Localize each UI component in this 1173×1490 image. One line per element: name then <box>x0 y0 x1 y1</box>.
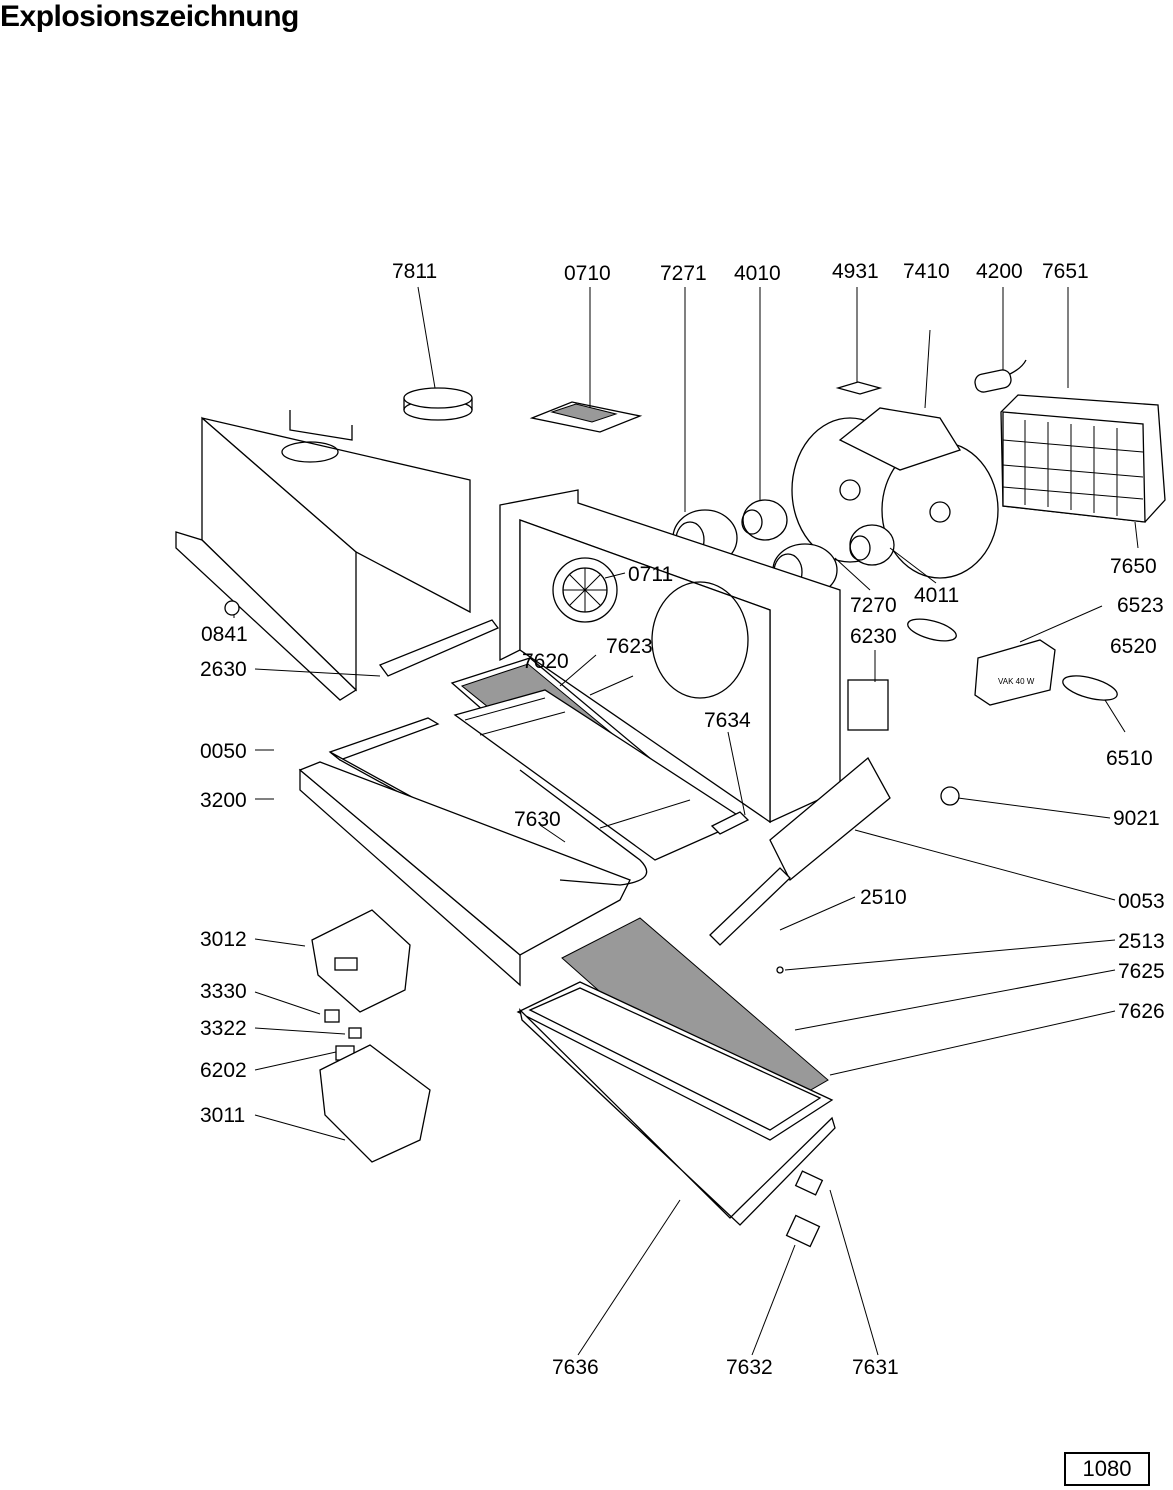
label-2630: 2630 <box>200 658 247 681</box>
part-9021-knob <box>940 786 960 806</box>
label-3330: 3330 <box>200 980 247 1003</box>
label-7631: 7631 <box>852 1356 899 1379</box>
part-3330-button <box>324 1009 340 1023</box>
leader-lines <box>233 286 1139 1356</box>
part-7631-clip <box>794 1170 824 1196</box>
label-7620: 7620 <box>522 650 569 673</box>
label-7270: 7270 <box>850 594 897 617</box>
part-7650-carbon-filter <box>1000 394 1166 523</box>
label-4931: 4931 <box>832 260 879 283</box>
label-7625: 7625 <box>1118 960 1165 983</box>
label-6230: 6230 <box>850 625 897 648</box>
label-7626: 7626 <box>1118 1000 1165 1023</box>
part-2510-slide <box>709 867 791 946</box>
label-7650: 7650 <box>1110 555 1157 578</box>
part-6520-lamp-holder: VAK 40 W <box>974 639 1056 706</box>
part-7626-perforated-grille <box>516 981 834 1141</box>
label-7634: 7634 <box>704 709 751 732</box>
part-4200-capacitor <box>974 359 1027 393</box>
lamp-marking: VAK 40 W <box>998 677 1035 686</box>
label-7630: 7630 <box>514 808 561 831</box>
label-3011: 3011 <box>200 1104 245 1127</box>
part-chassis-panel <box>499 489 841 824</box>
label-6520: 6520 <box>1110 635 1157 658</box>
label-7271: 7271 <box>660 262 707 285</box>
part-7811-round-cap <box>403 387 473 421</box>
label-7623: 7623 <box>606 635 653 658</box>
part-3200-front-panel <box>298 761 631 987</box>
label-0710: 0710 <box>564 262 611 285</box>
part-3011-housing <box>319 1044 431 1163</box>
part-3322-button <box>348 1027 362 1039</box>
part-7632-clip <box>785 1214 821 1248</box>
part-0710-grille <box>529 401 643 433</box>
part-6510-bulb <box>1062 675 1118 701</box>
label-7636: 7636 <box>552 1356 599 1379</box>
label-3200: 3200 <box>200 789 247 812</box>
label-6510: 6510 <box>1106 747 1153 770</box>
page-title: Explosionszeichnung <box>0 0 299 33</box>
part-7630-gasket <box>519 769 648 886</box>
label-0841: 0841 <box>201 623 248 646</box>
part-7636-frame <box>518 1008 836 1226</box>
part-hood-housing <box>175 410 471 701</box>
part-6523-bulb <box>907 618 957 642</box>
part-0841-grommet <box>224 600 240 616</box>
label-2513: 2513 <box>1118 930 1165 953</box>
label-2510: 2510 <box>860 886 907 909</box>
label-3322: 3322 <box>200 1017 247 1040</box>
label-0711: 0711 <box>628 563 673 586</box>
label-6202: 6202 <box>200 1059 247 1082</box>
part-4011-motor <box>849 524 895 566</box>
label-7651: 7651 <box>1042 260 1089 283</box>
part-3012-control-cover <box>311 909 411 1013</box>
part-4010-motor <box>741 499 788 541</box>
part-labels: 7811 0710 7271 4010 4931 7410 4200 7651 … <box>200 260 1165 1379</box>
part-0053-rail <box>769 756 891 882</box>
part-4931-plate <box>835 381 883 395</box>
part-6230-switch <box>847 679 889 731</box>
part-2630-rail <box>378 619 500 677</box>
part-2513-screw <box>776 966 784 974</box>
part-7634-bracket <box>710 811 750 835</box>
label-7410: 7410 <box>903 260 950 283</box>
label-7811: 7811 <box>392 260 437 283</box>
label-7632: 7632 <box>726 1356 773 1379</box>
label-4011: 4011 <box>914 584 959 607</box>
page-number-box: 1080 <box>1064 1452 1150 1486</box>
label-0050: 0050 <box>200 740 247 763</box>
label-9021: 9021 <box>1113 807 1160 830</box>
label-6523: 6523 <box>1117 594 1164 617</box>
label-0053: 0053 <box>1118 890 1165 913</box>
label-4200: 4200 <box>976 260 1023 283</box>
label-3012: 3012 <box>200 928 247 951</box>
label-4010: 4010 <box>734 262 781 285</box>
